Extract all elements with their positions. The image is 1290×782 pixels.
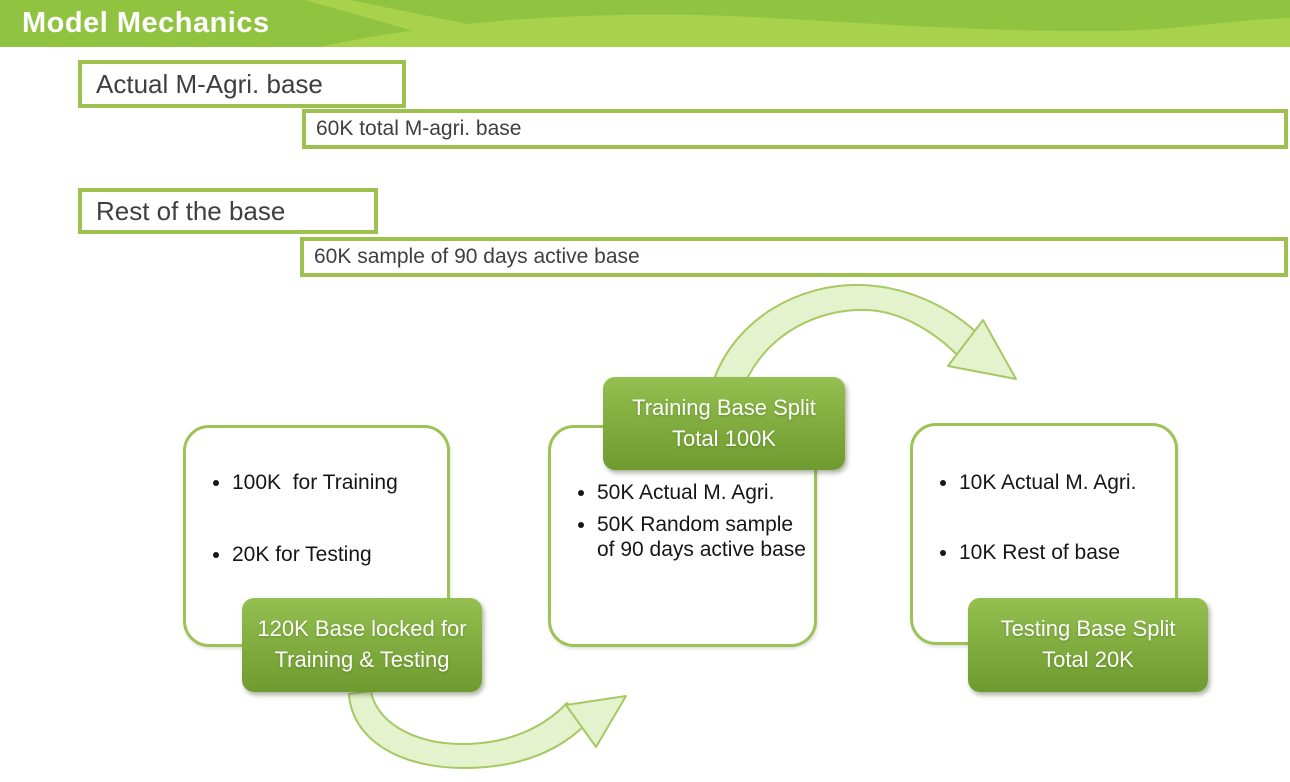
bullet-item: 20K for Testing — [232, 542, 439, 568]
bullet-item: 10K Rest of base — [959, 540, 1167, 566]
card-training-lock-bullets: 100K for Training 20K for Testing — [186, 428, 447, 567]
detail-box-actual-base: 60K total M-agri. base — [302, 109, 1288, 149]
slide-title: Model Mechanics — [22, 7, 270, 39]
header-box-rest-of-base-label: Rest of the base — [96, 195, 286, 226]
header-box-actual-base: Actual M-Agri. base — [78, 60, 406, 108]
badge-line: 120K Base locked for — [257, 616, 467, 642]
badge-training-split: Training Base Split Total 100K — [603, 377, 845, 470]
card-testing-split-bullets: 10K Actual M. Agri. 10K Rest of base — [913, 426, 1175, 565]
bullet-item: 10K Actual M. Agri. — [959, 470, 1167, 496]
arrowhead-icon — [565, 695, 627, 748]
title-banner: Model Mechanics — [0, 0, 1290, 47]
badge-line: Training & Testing — [274, 647, 450, 672]
badge-testing-split: Testing Base Split Total 20K — [968, 598, 1208, 692]
badge-line: Testing Base Split — [1000, 616, 1176, 642]
card-training-split-bullets: 50K Actual M. Agri. 50K Random sample of… — [551, 428, 814, 563]
detail-box-rest-of-base-label: 60K sample of 90 days active base — [314, 245, 640, 268]
badge-line: Training Base Split — [632, 394, 816, 420]
card-training-lock: 100K for Training 20K for Testing — [183, 425, 450, 647]
bullet-item: 50K Random sample of 90 days active base — [597, 512, 806, 563]
badge-training-lock: 120K Base locked for Training & Testing — [242, 598, 482, 692]
badge-line: Total 100K — [672, 425, 776, 451]
bullet-item: 50K Actual M. Agri. — [597, 480, 806, 506]
header-box-rest-of-base: Rest of the base — [78, 188, 378, 234]
arrowhead-icon — [947, 319, 1017, 380]
bullet-item: 100K for Training — [232, 470, 439, 496]
curved-arrow-bottom — [348, 690, 627, 769]
curved-arrow-top — [712, 283, 1017, 391]
banner-swoosh-graphic — [0, 0, 1290, 47]
detail-box-actual-base-label: 60K total M-agri. base — [316, 117, 522, 140]
header-box-actual-base-label: Actual M-Agri. base — [96, 68, 323, 99]
detail-box-rest-of-base: 60K sample of 90 days active base — [300, 237, 1288, 277]
badge-line: Total 20K — [1042, 647, 1134, 672]
